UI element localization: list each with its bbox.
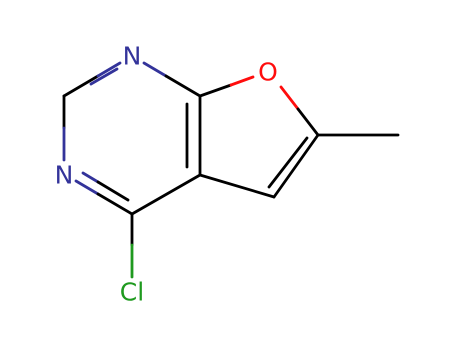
atom-o-ring: O [258, 58, 278, 87]
bond-c6-c5 [272, 133, 320, 199]
bond-n-left-c4-half [74, 179, 100, 196]
bond-n-left-c4 [96, 192, 134, 216]
atom-cl: Cl [120, 278, 144, 307]
bond-n-top-c7a-half [142, 61, 168, 78]
bond-c2-n-top [62, 74, 100, 98]
atom-n-top: N [123, 42, 142, 71]
bond-c6-c5-double [267, 136, 309, 189]
bond-c7a-o [198, 83, 233, 98]
bond-c5-c4a [198, 173, 276, 199]
bond-c2-n-top-double [89, 67, 119, 86]
bond-c7a-o-half [229, 75, 255, 87]
bond-o-c6 [296, 107, 320, 137]
bond-c4-c4a [130, 173, 202, 216]
bond-o-c6-half [279, 85, 300, 111]
atom-n-left: N [55, 161, 74, 190]
bond-n-left-c4-double [81, 171, 100, 184]
bond-layer [62, 61, 400, 279]
bond-n-top-c7a [164, 74, 202, 98]
atom-label-layer: N N O Cl [55, 42, 278, 307]
bond-c2-n-top-half [96, 61, 122, 78]
bond-n-left-c4-double-b [96, 180, 130, 202]
